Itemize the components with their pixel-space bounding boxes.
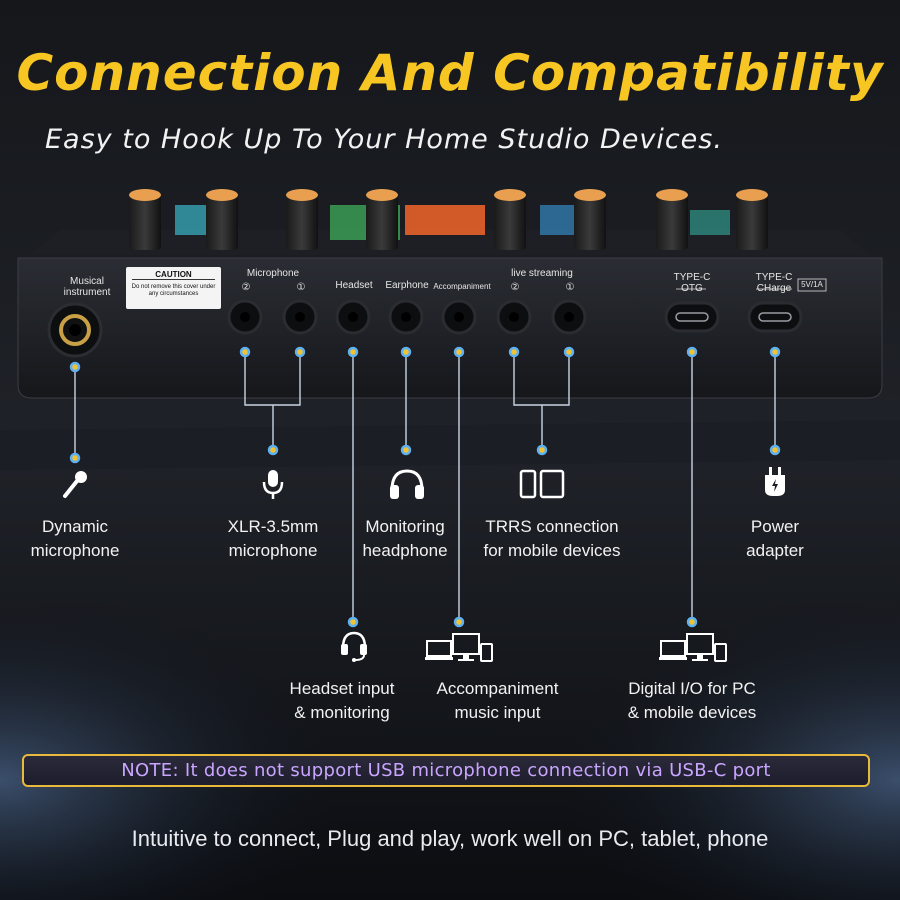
audio-jacks (227, 299, 587, 335)
desc-trrs-connection: TRRS connection for mobile devices (483, 517, 621, 560)
knobs (129, 189, 768, 250)
page-title: Connection And Compatibility (16, 44, 884, 102)
headset-icon (341, 631, 367, 662)
mic-icon (262, 470, 284, 499)
microphone-icon (63, 471, 87, 498)
desc-headset-input: Headset input & monitoring (289, 679, 395, 722)
label-headset: Headset (335, 280, 373, 291)
label-accompaniment: Accompaniment (433, 282, 491, 291)
desc-xlr-microphone: XLR-3.5mm microphone (227, 517, 319, 560)
label-charge-rating: 5V/1A (801, 280, 823, 289)
label-live-1: ① (565, 282, 575, 293)
desc-monitoring-headphone: Monitoring headphone (362, 517, 448, 560)
footer-text: Intuitive to connect, Plug and play, wor… (131, 826, 769, 851)
headphone-icon (390, 469, 424, 499)
label-typec-charge: TYPE-C CHarge (755, 272, 793, 294)
caution-body: Do not remove this cover under any circu… (131, 284, 216, 297)
label-mic-2: ② (241, 282, 251, 293)
label-musical-instrument: Musical instrument (63, 276, 111, 298)
devices-icon (659, 633, 727, 662)
usb-c-ports (664, 301, 803, 333)
label-typec-otg: TYPE-C OTG (673, 272, 711, 294)
desc-power-adapter: Power adapter (746, 517, 804, 560)
label-live-streaming: live streaming (511, 268, 573, 279)
tablet-phone-icon (519, 469, 565, 499)
caution-label: CAUTION Do not remove this cover under a… (126, 267, 221, 309)
desc-dynamic-microphone: Dynamic microphone (30, 517, 120, 560)
label-mic-1: ① (296, 282, 306, 293)
desc-digital-io: Digital I/O for PC & mobile devices (627, 679, 757, 722)
desc-accompaniment-input: Accompaniment music input (436, 679, 559, 722)
label-earphone: Earphone (385, 280, 429, 291)
label-microphone: Microphone (246, 268, 300, 279)
instrument-jack (47, 302, 103, 358)
note-banner: NOTE: It does not support USB microphone… (22, 754, 870, 787)
page-subtitle: Easy to Hook Up To Your Home Studio Devi… (45, 124, 723, 155)
devices-icon (425, 633, 493, 662)
caution-heading: CAUTION (132, 267, 215, 280)
label-live-2: ② (510, 282, 520, 293)
plug-icon (765, 467, 785, 496)
